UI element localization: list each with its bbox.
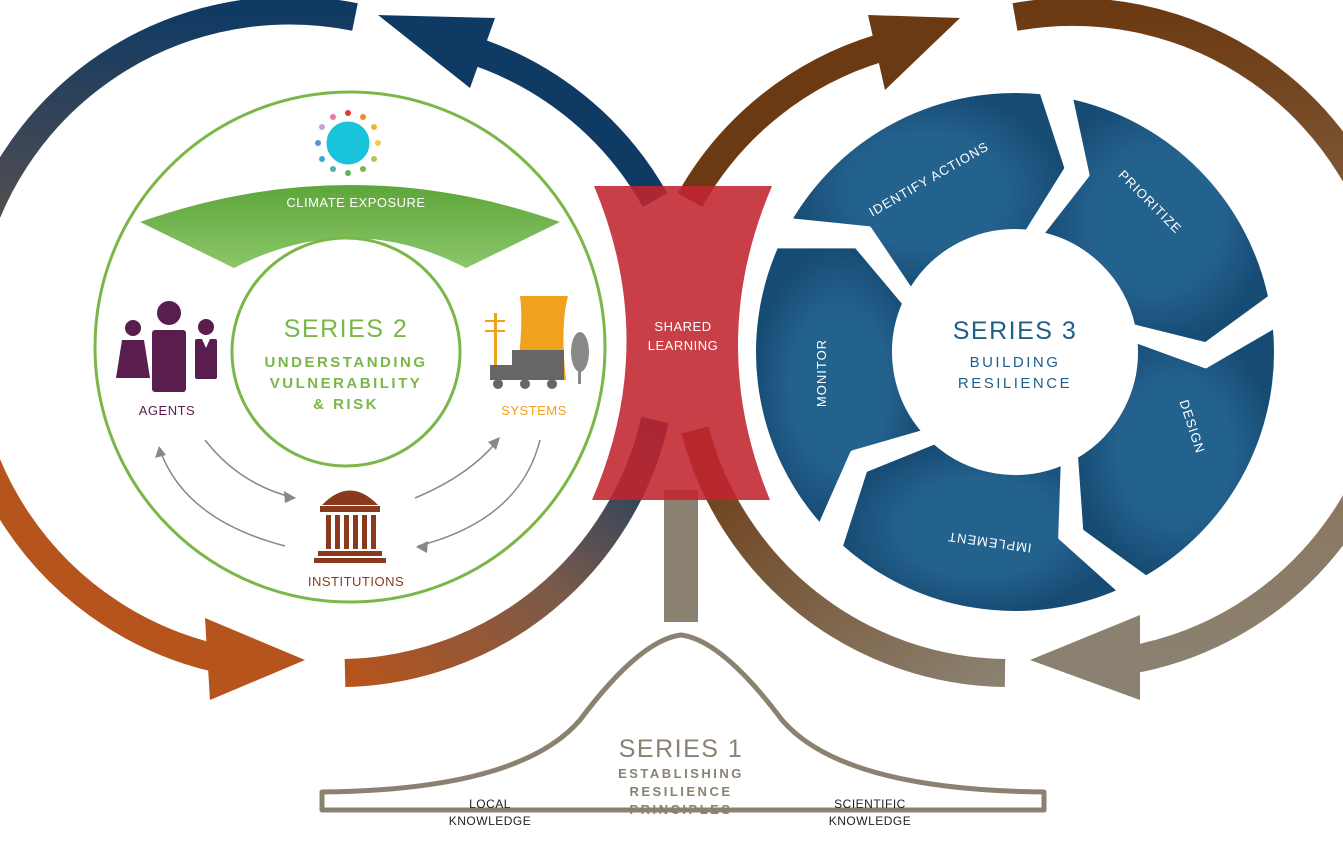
series-1-subtitle-line-1: ESTABLISHING — [618, 766, 744, 781]
series-3-title: SERIES 3 — [953, 317, 1078, 345]
series-1-stem — [664, 490, 698, 622]
relationship-arrowheads — [155, 437, 500, 553]
local-knowledge-line-2: KNOWLEDGE — [449, 814, 532, 828]
shared-learning-line-2: LEARNING — [648, 338, 718, 353]
series-3-step-segments — [750, 87, 1280, 617]
systems-infrastructure-icon — [485, 296, 589, 389]
systems-label: SYSTEMS — [501, 403, 567, 418]
climate-exposure-label: CLIMATE EXPOSURE — [286, 195, 425, 210]
agents-people-icon — [116, 301, 217, 392]
step-monitor: MONITOR — [814, 339, 829, 407]
series-2-subtitle-line-2: VULNERABILITY — [270, 375, 423, 392]
series-2-subtitle-line-1: UNDERSTANDING — [264, 354, 427, 371]
institutions-building-icon — [314, 490, 386, 563]
agents-label: AGENTS — [139, 403, 195, 418]
shared-learning-shape — [592, 186, 772, 500]
series-2-inner-ring — [230, 236, 462, 468]
series-3-group: SERIES 3 BUILDING RESILIENCE IDENTIFY AC… — [750, 87, 1280, 617]
shared-learning-group: SHARED LEARNING — [592, 186, 772, 500]
climate-sun-icon — [315, 110, 381, 176]
institutions-label: INSTITUTIONS — [308, 574, 404, 589]
local-knowledge-line-1: LOCAL — [469, 797, 511, 811]
scientific-knowledge-line-2: KNOWLEDGE — [829, 814, 912, 828]
series-1-group: SERIES 1 ESTABLISHING RESILIENCE PRINCIP… — [319, 490, 1047, 828]
series-2-title: SERIES 2 — [284, 315, 409, 343]
relationship-arrows — [159, 439, 541, 547]
shared-learning-line-1: SHARED — [654, 319, 711, 334]
series-1-bracket — [319, 632, 1047, 813]
series-3-subtitle-line-1: BUILDING — [970, 354, 1061, 371]
series-3-center — [895, 232, 1135, 472]
series-2-group: CLIMATE EXPOSURE SERIES 2 UNDERSTANDING … — [93, 90, 607, 604]
series-2-subtitle-line-3: & RISK — [313, 396, 379, 413]
series-3-subtitle-line-2: RESILIENCE — [958, 375, 1072, 392]
series-1-subtitle-line-2: RESILIENCE — [629, 784, 732, 799]
series-1-title: SERIES 1 — [619, 735, 744, 763]
scientific-knowledge-line-1: SCIENTIFIC — [834, 797, 906, 811]
series-1-subtitle-line-3: PRINCIPLES — [629, 802, 732, 817]
climate-exposure-band — [140, 185, 560, 268]
